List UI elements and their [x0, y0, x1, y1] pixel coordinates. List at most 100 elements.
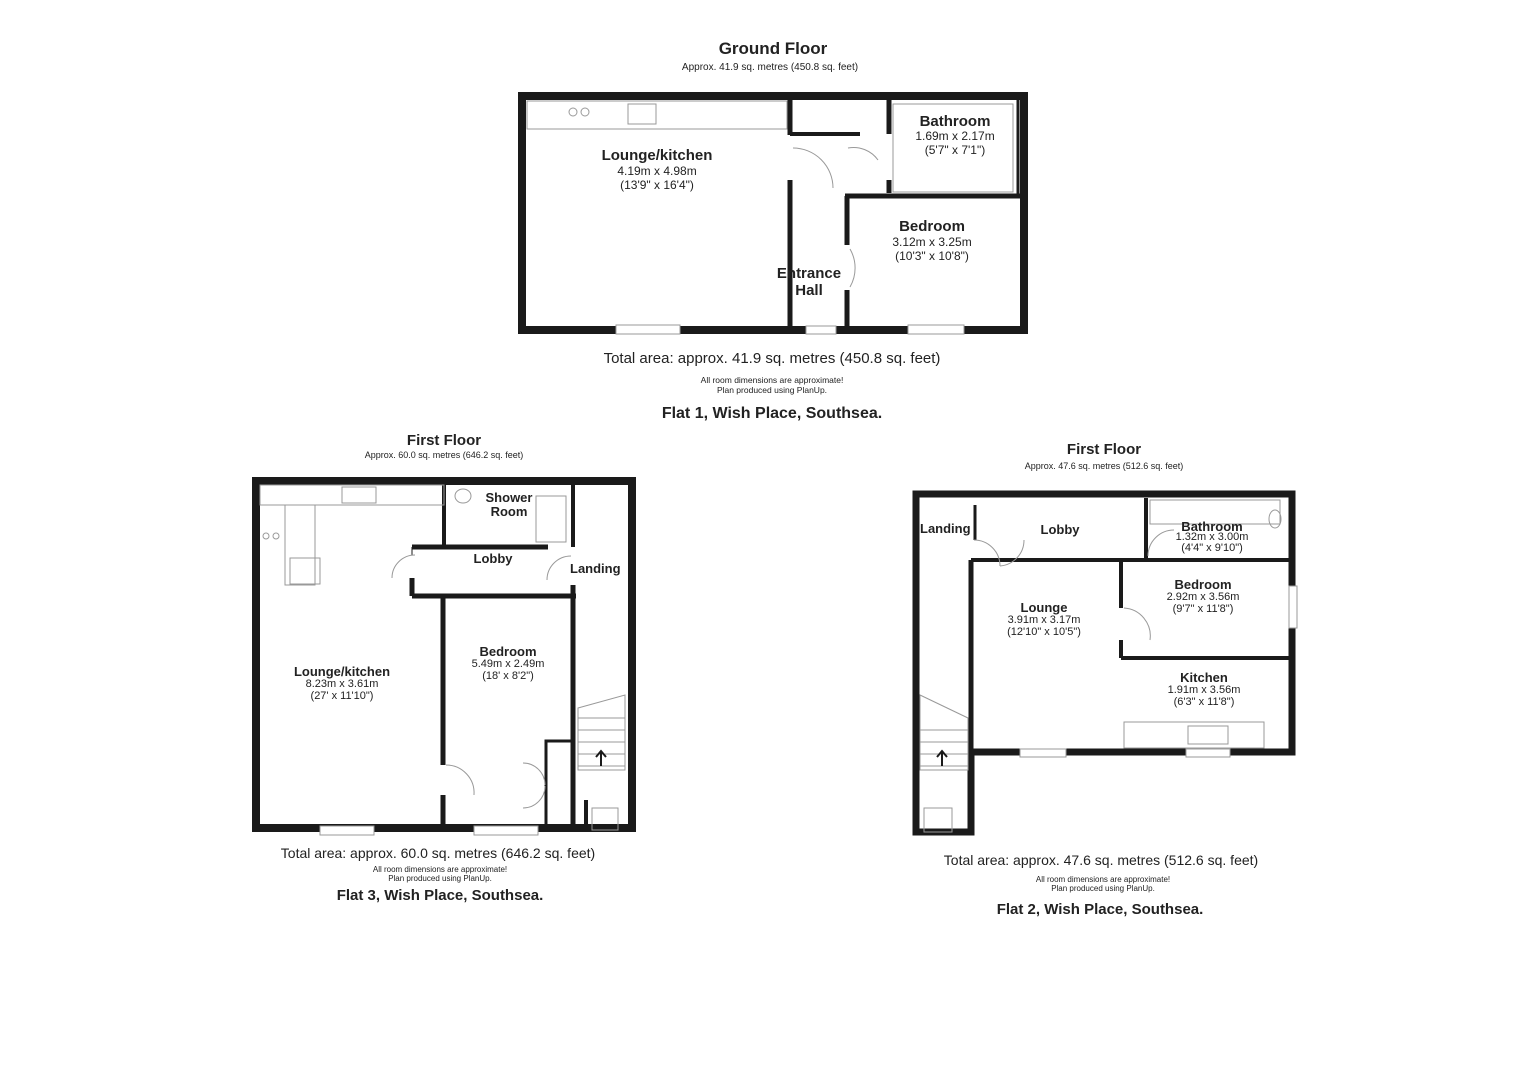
disclaimer-line: All room dimensions are approximate! [1035, 875, 1171, 884]
flat2-plan [912, 490, 1296, 836]
room-label: Bathroom 1.69m x 2.17m (5'7" x 7'1") [915, 113, 995, 157]
room-name: Bathroom [919, 113, 991, 130]
room-dim-metric: 1.91m x 3.56m [1167, 684, 1241, 696]
total-area: Total area: approx. 60.0 sq. metres (646… [280, 845, 596, 861]
room-dim-metric: 3.91m x 3.17m [1007, 614, 1081, 626]
worktop-icon [259, 484, 445, 506]
toilet-icon [1268, 509, 1282, 529]
disclaimer: All room dimensions are approximate! Pla… [701, 375, 844, 395]
flat2-floor-area: Approx. 47.6 sq. metres (512.6 sq. feet) [1024, 461, 1184, 471]
door-icon [923, 807, 953, 833]
window-icon [1019, 748, 1067, 758]
bath-icon [892, 103, 1014, 193]
flat-title: Flat 2, Wish Place, Southsea. [996, 901, 1204, 918]
room-name: Bedroom [479, 644, 537, 659]
flat-title: Flat 3, Wish Place, Southsea. [336, 887, 544, 904]
flat3-floor-title: First Floor [406, 432, 482, 449]
hob-icon [262, 532, 270, 540]
worktop-icon [526, 100, 788, 130]
room-dim-imperial: (6'3" x 11'8") [1173, 696, 1235, 708]
door-swing-icon [522, 762, 546, 786]
door-swing-icon [1123, 607, 1151, 641]
arrow-up-icon [936, 749, 948, 766]
disclaimer: All room dimensions are approximate! Pla… [1036, 875, 1170, 893]
room-name: Kitchen [1180, 670, 1228, 685]
ground-outer-wall [518, 92, 1028, 334]
stairs-icon [919, 694, 969, 771]
room-label: Entrance Hall [777, 265, 841, 299]
room-label: Lobby [473, 551, 513, 566]
disclaimer-line: Plan produced using PlanUp. [1051, 884, 1155, 893]
room-label: Kitchen 1.91m x 3.56m (6'3" x 11'8") [1167, 670, 1241, 708]
worktop-icon [1123, 721, 1265, 749]
ground-floor-title: Ground Floor [718, 39, 828, 58]
total-area: Total area: approx. 41.9 sq. metres (450… [603, 350, 941, 367]
room-label: Lobby [1040, 522, 1080, 537]
room-name: Entrance [776, 265, 842, 282]
door-swing-icon [522, 785, 546, 809]
room-dim-imperial: (13'9" x 16'4") [620, 178, 694, 192]
window-icon [907, 324, 965, 335]
window-icon [473, 825, 539, 836]
room-label: Bedroom 2.92m x 3.56m (9'7" x 11'8") [1166, 578, 1240, 615]
window-icon [1185, 748, 1231, 758]
total-area: Total area: approx. 47.6 sq. metres (512… [943, 852, 1259, 868]
room-dim-metric: 4.19m x 4.98m [617, 164, 697, 178]
room-dim-imperial: (27' x 11'10") [310, 690, 374, 702]
room-label: Lounge 3.91m x 3.17m (12'10" x 10'5") [1007, 600, 1081, 638]
room-dim-metric: 8.23m x 3.61m [305, 678, 379, 690]
flat2-floor-title: First Floor [1066, 441, 1142, 458]
door-icon [591, 807, 619, 831]
door-swing-icon [391, 554, 416, 579]
arrow-up-icon [595, 749, 607, 766]
door-swing-icon [973, 539, 1001, 567]
door-icon [805, 325, 837, 335]
room-dim-imperial: (4'4" x 9'10") [1181, 542, 1243, 554]
room-label: Landing [570, 561, 621, 576]
hob-icon [580, 107, 590, 117]
room-label: Bedroom 3.12m x 3.25m (10'3" x 10'8") [892, 218, 971, 263]
flat3-floor-area: Approx. 60.0 sq. metres (646.2 sq. feet) [364, 450, 524, 460]
room-label: Landing [920, 521, 971, 536]
room-name: Lounge/kitchen [293, 664, 391, 679]
room-name: Bedroom [899, 218, 965, 235]
worktop-icon [289, 557, 321, 585]
bath-icon [1149, 499, 1281, 525]
ground-floor-area: Approx. 41.9 sq. metres (450.8 sq. feet) [681, 62, 859, 73]
room-dim-metric: 3.12m x 3.25m [892, 235, 972, 249]
room-dim-metric: 5.49m x 2.49m [471, 658, 545, 670]
room-name: Room [490, 504, 528, 519]
disclaimer-line: All room dimensions are approximate! [372, 865, 508, 874]
sink-icon [627, 103, 657, 125]
room-label: Shower Room [486, 491, 533, 519]
sink-icon [341, 486, 377, 504]
room-name: Bathroom [1181, 519, 1243, 534]
toilet-icon [454, 488, 472, 504]
window-icon [615, 324, 681, 335]
disclaimer-line: Plan produced using PlanUp. [388, 874, 492, 883]
flat-title: Flat 1, Wish Place, Southsea. [661, 405, 883, 422]
room-label: Bathroom 1.32m x 3.00m (4'4" x 9'10") [1176, 519, 1249, 554]
door-swing-icon [445, 764, 475, 796]
ground-floor-plan [518, 92, 1028, 334]
door-swing-icon [849, 248, 856, 288]
room-dim-imperial: (10'3" x 10'8") [895, 249, 969, 263]
disclaimer: All room dimensions are approximate! Pla… [373, 865, 507, 883]
room-label: Lounge/kitchen 4.19m x 4.98m (13'9" x 16… [602, 147, 713, 192]
room-dim-imperial: (9'7" x 11'8") [1172, 603, 1234, 615]
room-dim-metric: 2.92m x 3.56m [1166, 591, 1240, 603]
worktop-icon [284, 504, 316, 586]
room-name: Lounge/kitchen [601, 147, 713, 164]
hob-icon [272, 532, 280, 540]
hob-icon [568, 107, 578, 117]
room-dim-imperial: (12'10" x 10'5") [1007, 626, 1081, 638]
room-name: Lounge [1020, 600, 1068, 615]
door-swing-icon [847, 147, 879, 161]
room-label: Bedroom 5.49m x 2.49m (18' x 8'2") [471, 644, 545, 682]
room-dim-metric: 1.69m x 2.17m [915, 129, 995, 143]
window-icon [1288, 585, 1298, 629]
disclaimer-line: All room dimensions are approximate! [700, 375, 844, 385]
window-icon [319, 825, 375, 836]
room-name: Hall [795, 282, 823, 299]
room-dim-imperial: (5'7" x 7'1") [924, 143, 986, 157]
